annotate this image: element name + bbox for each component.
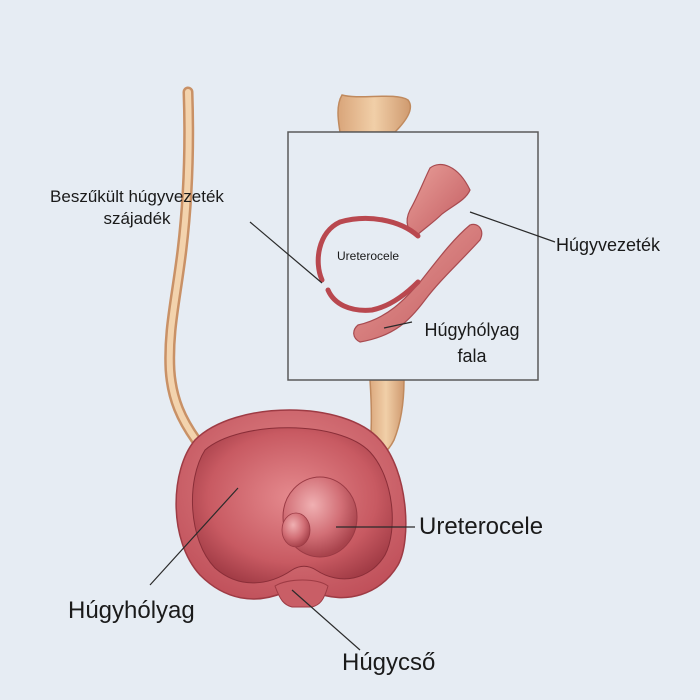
left-ureter-highlight [166,89,199,443]
label-ureter: Húgyvezeték [556,235,661,255]
inset-frame [287,131,539,381]
label-narrowed-orifice: Beszűkült húgyvezeték szájadék [26,186,248,230]
leader-bladder-wall [383,321,413,329]
label-ureterocele: Ureterocele [419,513,544,540]
label-narrowed-orifice-line2: szájadék [103,209,171,228]
label-inset-ureterocele: Ureterocele [337,249,400,263]
urethra-shape [274,579,329,608]
inset-ureterocele-sac-lower [325,279,421,313]
leader-ureter [469,211,556,243]
inset-ureter-tube [406,163,471,237]
label-urethra: Húgycső [342,649,436,676]
right-ureter-top [337,94,412,133]
inset-ureterocele-sac [315,215,421,283]
label-bladder-wall: Húgyhólyag fala [410,317,534,369]
leader-urethra [291,589,361,651]
leader-bladder [149,487,239,586]
ureterocele-small-bulge [281,512,311,548]
leader-narrowed-orifice [249,221,323,284]
label-bladder: Húgyhólyag [68,597,195,624]
label-bladder-wall-line2: fala [457,346,487,366]
label-bladder-wall-line1: Húgyhólyag [424,320,520,340]
label-narrowed-orifice-line1: Beszűkült húgyvezeték [50,187,224,206]
